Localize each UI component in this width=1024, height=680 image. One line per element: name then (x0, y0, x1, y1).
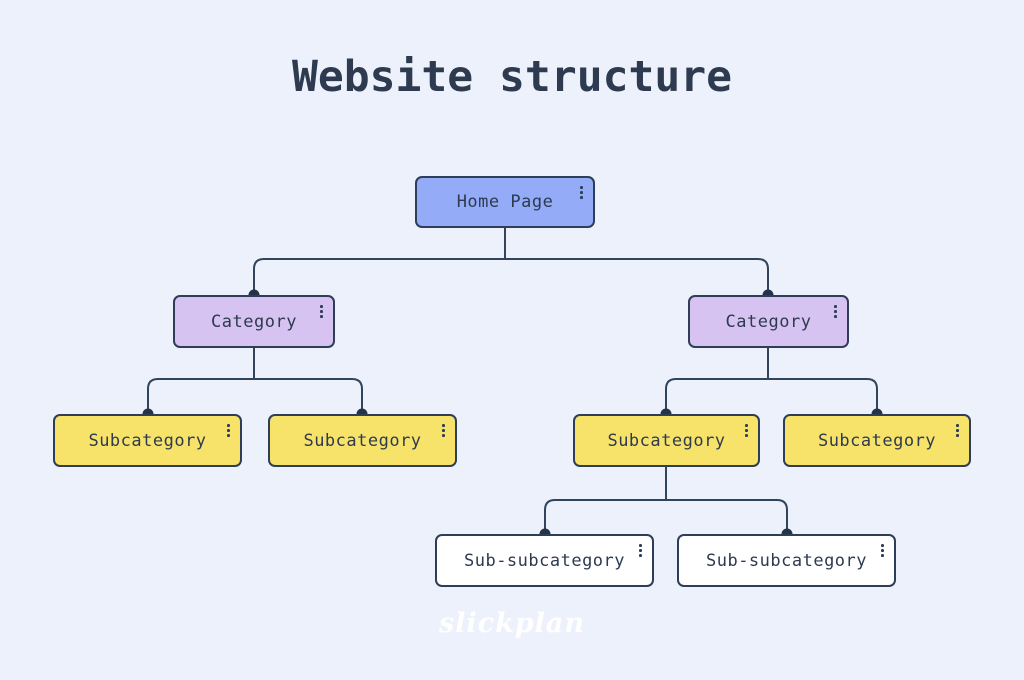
page-title: Website structure (291, 52, 733, 102)
connector-path (147, 378, 363, 414)
node-subcategory-4[interactable]: Subcategory (783, 414, 971, 467)
kebab-menu-icon[interactable] (639, 544, 642, 557)
node-label: Sub-subcategory (463, 550, 626, 571)
kebab-menu-icon[interactable] (320, 305, 323, 318)
node-subcategory-2[interactable]: Subcategory (268, 414, 457, 467)
node-home-page[interactable]: Home Page (415, 176, 595, 228)
slickplan-logo: slickplan (438, 608, 586, 639)
node-label: Subcategory (88, 430, 207, 451)
node-category-2[interactable]: Category (688, 295, 849, 348)
node-sub-subcategory-2[interactable]: Sub-subcategory (677, 534, 896, 587)
node-label: Category (725, 311, 812, 332)
node-label: Subcategory (607, 430, 726, 451)
kebab-menu-icon[interactable] (227, 424, 230, 437)
connector-path (544, 499, 788, 534)
node-category-1[interactable]: Category (173, 295, 335, 348)
kebab-menu-icon[interactable] (745, 424, 748, 437)
node-label: Subcategory (817, 430, 937, 451)
node-label: Home Page (456, 192, 554, 212)
node-label: Category (211, 311, 297, 332)
node-subcategory-1[interactable]: Subcategory (53, 414, 242, 467)
node-label: Subcategory (303, 430, 422, 451)
node-sub-subcategory-1[interactable]: Sub-subcategory (435, 534, 654, 587)
node-subcategory-3[interactable]: Subcategory (573, 414, 760, 467)
connector-path (665, 378, 878, 414)
kebab-menu-icon[interactable] (956, 424, 959, 437)
connector-path (253, 258, 769, 295)
kebab-menu-icon[interactable] (834, 305, 837, 318)
kebab-menu-icon[interactable] (881, 544, 884, 557)
kebab-menu-icon[interactable] (580, 186, 583, 199)
node-label: Sub-subcategory (705, 550, 868, 571)
kebab-menu-icon[interactable] (442, 424, 445, 437)
